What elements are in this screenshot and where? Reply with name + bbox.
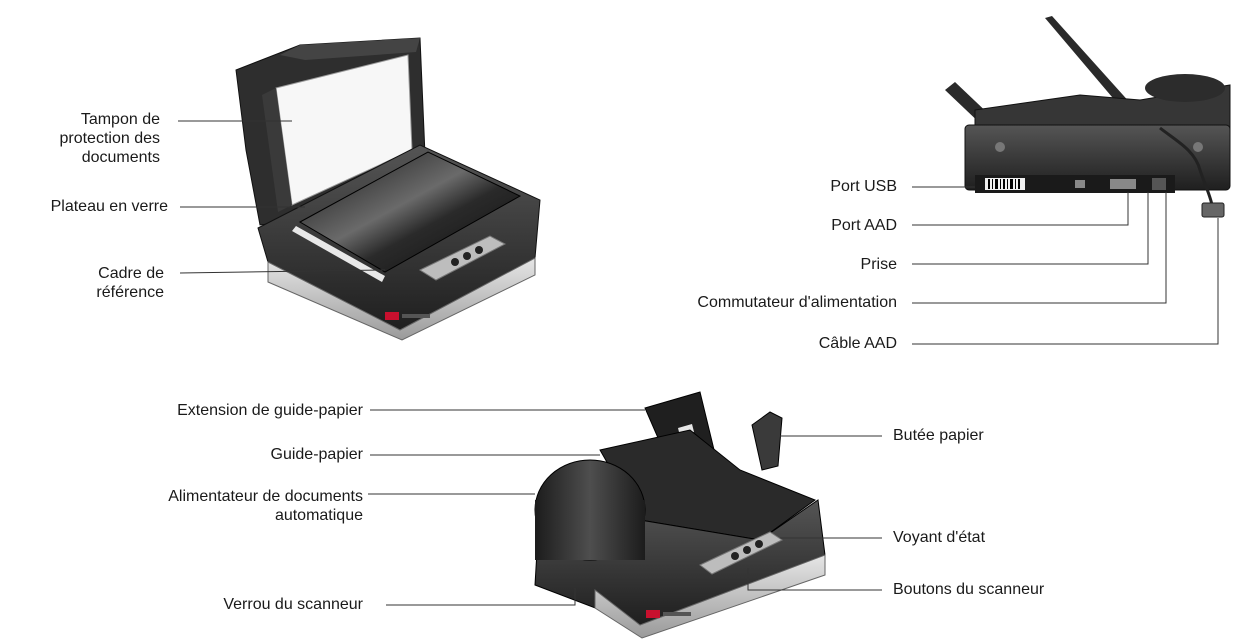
adf-brand-logo-text <box>663 612 691 616</box>
label-scanner-lock: Verrou du scanneur <box>223 595 363 614</box>
label-reference-frame-line1: Cadre de <box>96 264 164 283</box>
label-power-outlet: Prise <box>861 255 897 274</box>
rear-scanner-illustration <box>945 16 1230 217</box>
leader-scanner-lock <box>386 588 575 605</box>
panel-button-1 <box>451 258 459 266</box>
label-document-pad-line3: documents <box>59 148 160 167</box>
adf-brand-logo-mark <box>646 610 660 618</box>
label-reference-frame-line2: référence <box>96 283 164 302</box>
label-document-pad-line1: Tampon de <box>59 110 160 129</box>
leader-adf-cable <box>912 218 1218 344</box>
power-switch-knob <box>1152 178 1166 190</box>
leader-power-outlet <box>912 192 1148 264</box>
label-adf-cable: Câble AAD <box>819 334 897 353</box>
usb-port-socket <box>1075 180 1085 188</box>
label-document-pad-line2: protection des <box>59 129 160 148</box>
label-adf-port: Port AAD <box>831 216 897 235</box>
label-paper-guide: Guide-papier <box>271 445 364 464</box>
label-document-pad: Tampon de protection des documents <box>59 110 160 167</box>
label-power-switch: Commutateur d'alimentation <box>697 293 897 312</box>
label-status-light: Voyant d'état <box>893 528 985 547</box>
label-scanner-buttons: Boutons du scanneur <box>893 580 1044 599</box>
label-paper-stop: Butée papier <box>893 426 984 445</box>
label-reference-frame: Cadre de référence <box>96 264 164 302</box>
adf-port-socket <box>1110 179 1136 189</box>
brand-logo-mark <box>385 312 399 320</box>
panel-button-2 <box>463 252 471 260</box>
adf-cable-connector <box>1202 203 1224 217</box>
label-glass-plate: Plateau en verre <box>51 197 168 216</box>
leader-adf-port <box>912 192 1128 225</box>
adf-button-3 <box>755 540 763 548</box>
rear-screw-left <box>995 142 1005 152</box>
adf-button-1 <box>731 552 739 560</box>
rear-adf-roll <box>1145 74 1225 102</box>
brand-logo-text <box>402 314 430 318</box>
label-usb-port: Port USB <box>830 177 897 196</box>
adf-roll-body <box>535 500 645 560</box>
label-adf-line1: Alimentateur de documents <box>168 487 363 506</box>
rear-screw-right <box>1193 142 1203 152</box>
panel-button-3 <box>475 246 483 254</box>
adf-button-2 <box>743 546 751 554</box>
label-guide-extension: Extension de guide-papier <box>177 401 363 420</box>
adf-scanner-illustration <box>535 392 825 638</box>
open-scanner-illustration <box>236 38 540 340</box>
paper-stop <box>752 412 782 470</box>
label-adf-line2: automatique <box>168 506 363 525</box>
label-adf: Alimentateur de documents automatique <box>168 487 363 525</box>
barcode-label <box>985 178 1025 190</box>
